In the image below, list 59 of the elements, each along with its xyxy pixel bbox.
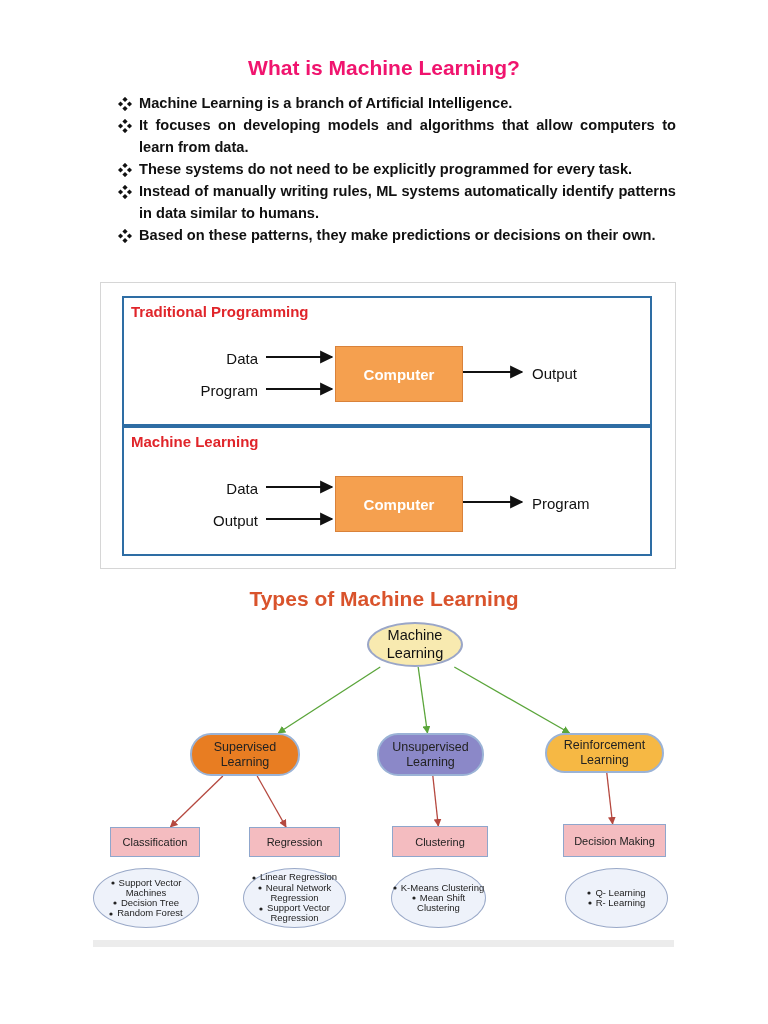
list-item: Decision Tree: [120, 897, 180, 908]
arrow: [169, 775, 224, 828]
panel-heading: Machine Learning: [131, 433, 259, 450]
bullet-text: Machine Learning is a branch of Artificial Intelligence.: [139, 95, 513, 111]
input-label: Data: [198, 349, 268, 369]
input-label: Data: [198, 479, 268, 499]
category-node: [190, 733, 300, 776]
node-label: Reinforcement Learning: [562, 738, 647, 768]
bullet-text: These systems do not need to be explicitly programmed for every task.: [139, 161, 633, 177]
box-label: Classification: [122, 836, 188, 848]
arrow: [606, 772, 616, 825]
list-item: R- Learning: [595, 897, 646, 908]
bullet-text: Instead of manually writing rules, ML systems automatically identify patterns in data similar to humans.: [139, 183, 676, 221]
category-node: [545, 733, 664, 773]
bullet-text: Based on these patterns, they make predictions or decisions on their own.: [139, 227, 656, 243]
list-item: Support Vector Machines: [118, 876, 182, 898]
section-heading: Types of Machine Learning: [248, 587, 520, 611]
list-item: Q- Learning: [595, 886, 646, 898]
task-box: [563, 824, 666, 857]
list-item: Neural Network Regression: [265, 881, 332, 903]
box-label: Computer: [363, 365, 435, 383]
task-box: [249, 827, 340, 857]
list-item: K-Means Clustering: [400, 881, 485, 893]
arrow: [266, 512, 334, 526]
arrow: [266, 382, 334, 396]
node-label: Unsupervised Learning: [391, 739, 470, 770]
arrow: [266, 480, 334, 494]
output-label: Output: [525, 364, 605, 384]
arrow: [417, 666, 431, 734]
arrow: [266, 350, 334, 364]
bullet-text: It focuses on developing models and algorithms that allow computers to learn from data.: [139, 117, 676, 155]
box-label: Clustering: [415, 835, 465, 848]
list-item: Support Vector Regression: [267, 902, 330, 924]
panel-frame: [122, 296, 652, 426]
output-label: Program: [525, 494, 615, 514]
process-box: [335, 476, 463, 532]
arrow: [432, 775, 442, 827]
input-label: Program: [168, 381, 268, 401]
arrow: [256, 775, 287, 828]
node-label: Machine Learning: [385, 627, 445, 662]
page-title: What is Machine Learning?: [247, 56, 521, 80]
arrow: [453, 666, 571, 734]
box-label: Regression: [266, 836, 323, 848]
box-label: Computer: [363, 495, 435, 513]
task-box: [392, 826, 488, 857]
node-label: Supervised Learning: [212, 739, 278, 770]
panel-heading: Traditional Programming: [131, 303, 309, 320]
category-node: [377, 733, 484, 776]
panel-frame: [122, 426, 652, 556]
list-item: Random Forest: [117, 907, 183, 919]
arrow: [277, 666, 381, 734]
arrow: [461, 495, 524, 509]
input-label: Output: [178, 511, 268, 531]
box-label: Decision Making: [574, 834, 655, 847]
list-item: Mean Shift Clustering: [417, 891, 466, 914]
list-item: Linear Regression: [259, 871, 338, 883]
arrow: [461, 365, 524, 379]
task-box: [110, 827, 200, 857]
process-box: [335, 346, 463, 402]
